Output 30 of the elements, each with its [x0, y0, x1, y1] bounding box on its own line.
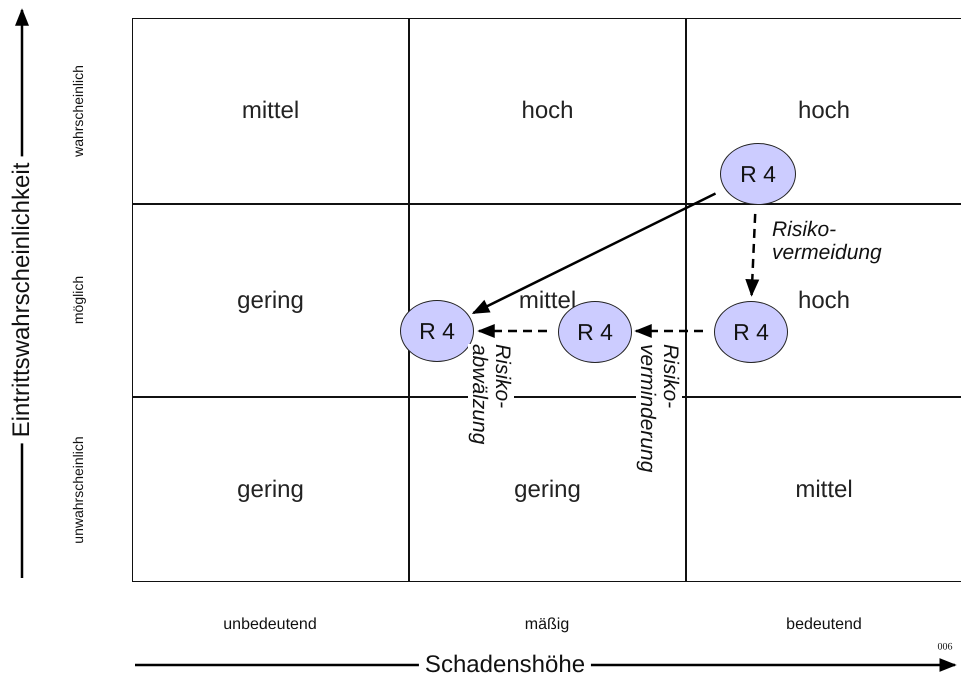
axis-tick-label: möglich	[70, 276, 86, 324]
risk-level-text: hoch	[521, 97, 574, 125]
risk-level-text: gering	[514, 476, 581, 504]
risk-level-text: hoch	[798, 286, 850, 314]
page-number: 006	[938, 642, 952, 652]
matrix-cell	[686, 18, 961, 204]
axis-tick-label: unbedeutend	[223, 616, 317, 634]
axis-tick-label: wahrscheinlich	[70, 65, 86, 157]
arrow	[472, 192, 716, 314]
arrow	[477, 324, 547, 338]
risk-label: R 4	[577, 318, 613, 346]
arrow	[634, 324, 703, 338]
matrix-cell	[132, 204, 409, 397]
matrix-cell	[132, 18, 409, 204]
risk-level-text: mittel	[518, 286, 576, 314]
risk-label: R 4	[740, 160, 776, 188]
risk-label: R 4	[733, 318, 769, 346]
arrow	[745, 214, 760, 297]
risk-level-text: hoch	[798, 97, 850, 125]
risk-level-text: gering	[237, 476, 304, 504]
axis-tick-label: mäßig	[524, 616, 570, 634]
risk-label: R 4	[419, 318, 455, 344]
axis-tick-label: unwahrscheinlich	[70, 436, 86, 544]
matrix-cell	[132, 397, 409, 582]
matrix-cell	[409, 18, 686, 204]
axis-tick-label: bedeutend	[786, 616, 862, 634]
risk-level-text: mittel	[242, 97, 300, 125]
risk-level-text: mittel	[795, 476, 853, 504]
matrix-cell	[686, 397, 961, 582]
risk-level-text: gering	[237, 286, 304, 314]
